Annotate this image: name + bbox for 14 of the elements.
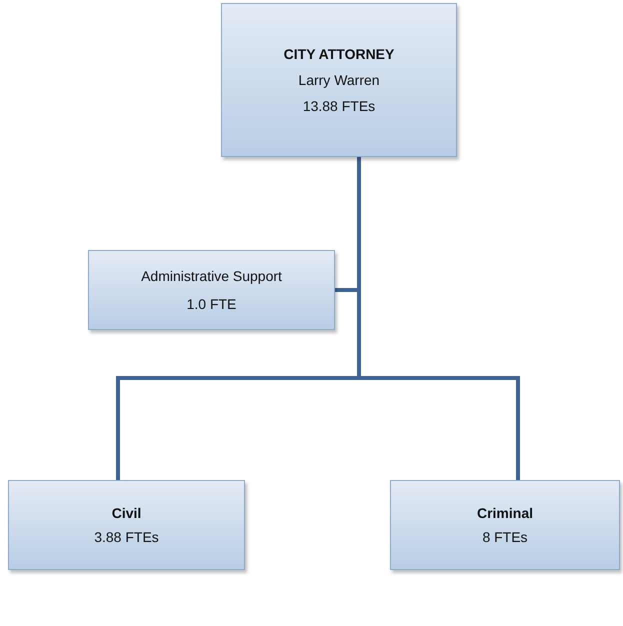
org-box bbox=[8, 480, 245, 570]
org-box bbox=[88, 250, 335, 330]
org-box bbox=[221, 3, 457, 157]
box-text: 13.88 FTEs bbox=[302, 98, 376, 114]
box-title: Criminal bbox=[476, 505, 533, 521]
box-text: 8 FTEs bbox=[482, 529, 528, 545]
connector-line bbox=[357, 157, 520, 480]
org-box bbox=[390, 480, 620, 570]
box-title: Civil bbox=[112, 505, 142, 521]
box-text: Larry Warren bbox=[298, 72, 380, 88]
box-title: CITY ATTORNEY bbox=[284, 46, 394, 62]
box-text: 3.88 FTEs bbox=[94, 529, 159, 545]
box-title: Administrative Support bbox=[141, 268, 282, 284]
box-text: 1.0 FTE bbox=[186, 296, 236, 312]
